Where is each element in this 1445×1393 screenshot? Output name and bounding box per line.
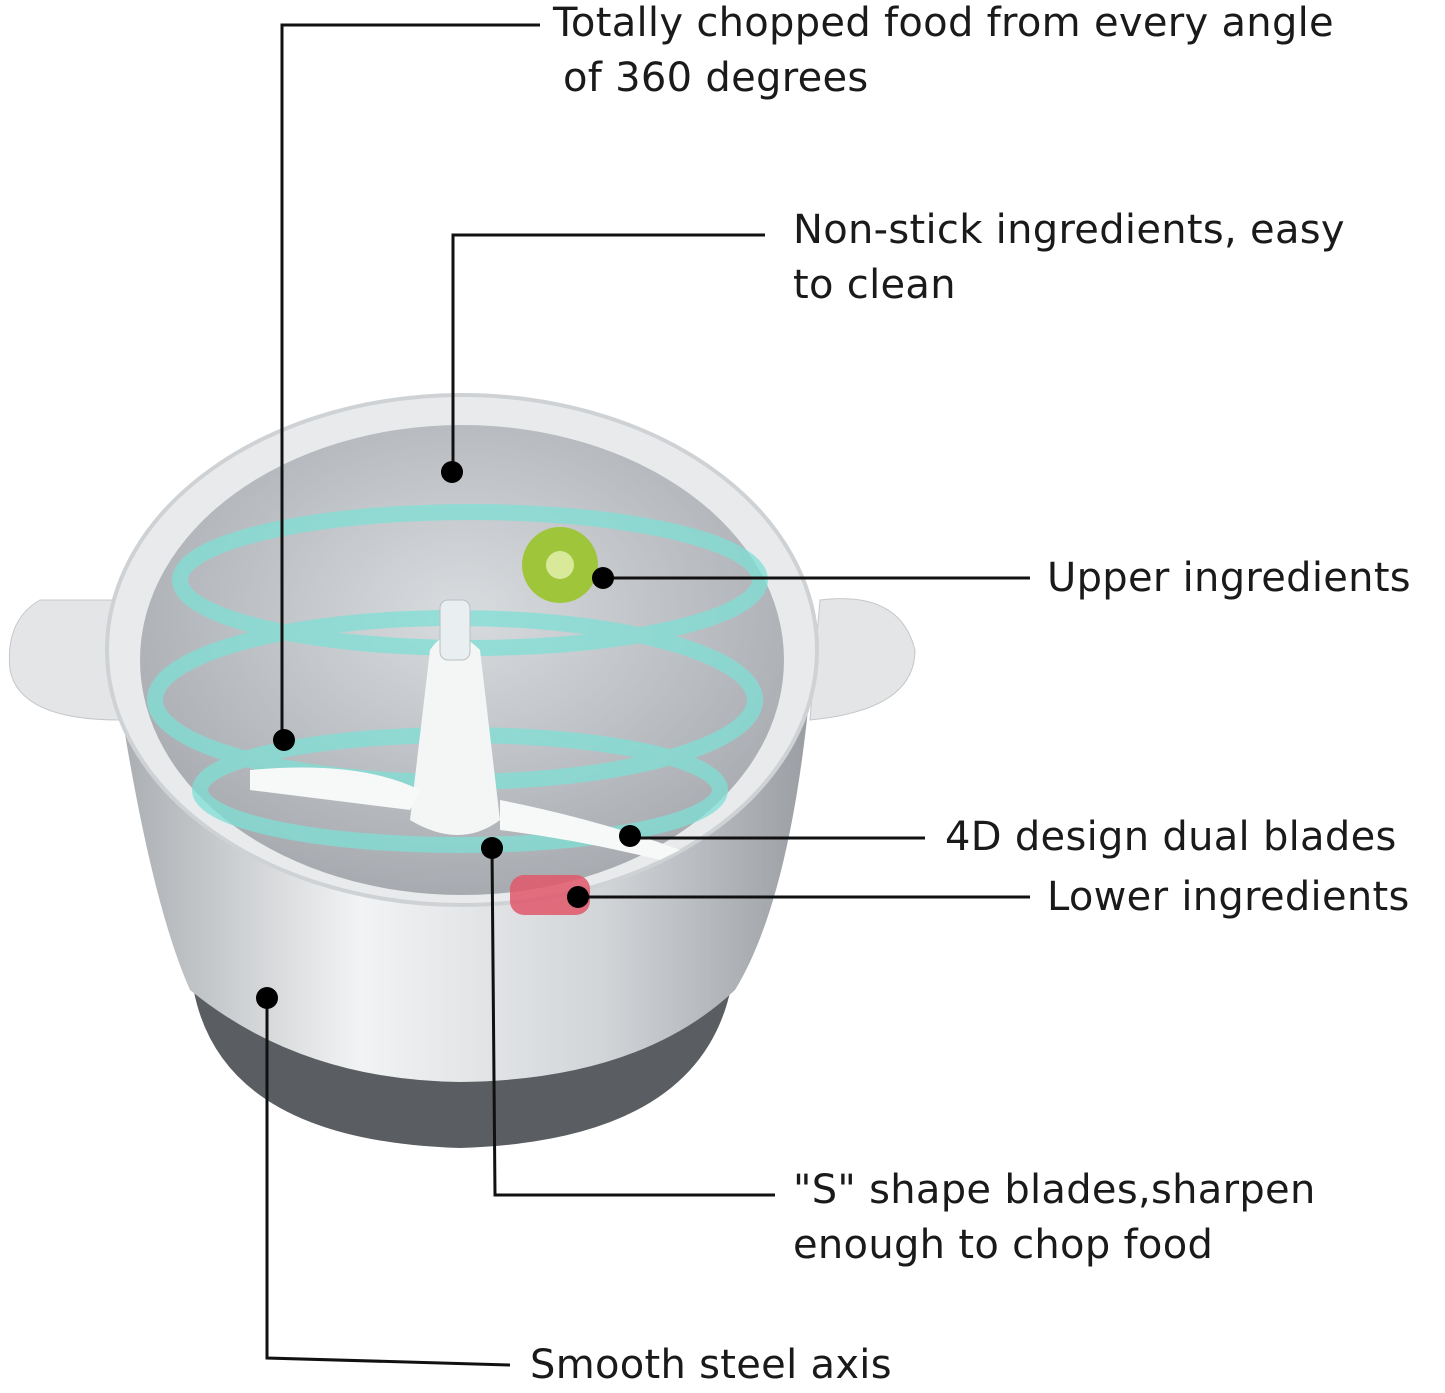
left-handle — [8, 599, 131, 721]
callout-steel-axis: Smooth steel axis — [530, 1342, 892, 1388]
right-handle — [809, 598, 916, 721]
callout-dots — [256, 461, 641, 1009]
callout-s-blades-line1: "S" shape blades,sharpen — [793, 1167, 1316, 1213]
callout-s-blades-line2: enough to chop food — [793, 1222, 1214, 1268]
callout-upper-ingredients: Upper ingredients — [1047, 555, 1411, 601]
callout-lines — [265, 23, 1030, 1367]
callout-360-line1: Totally chopped food from every angle — [553, 0, 1334, 46]
lower-ingredient — [510, 875, 590, 915]
callout-dual-blades: 4D design dual blades — [945, 814, 1397, 860]
callout-non-stick-line2: to clean — [793, 262, 956, 308]
callout-lower-ingredients: Lower ingredients — [1047, 874, 1410, 920]
callout-non-stick-line1: Non-stick ingredients, easy — [793, 207, 1345, 253]
callout-360-line2: of 360 degrees — [563, 55, 869, 101]
